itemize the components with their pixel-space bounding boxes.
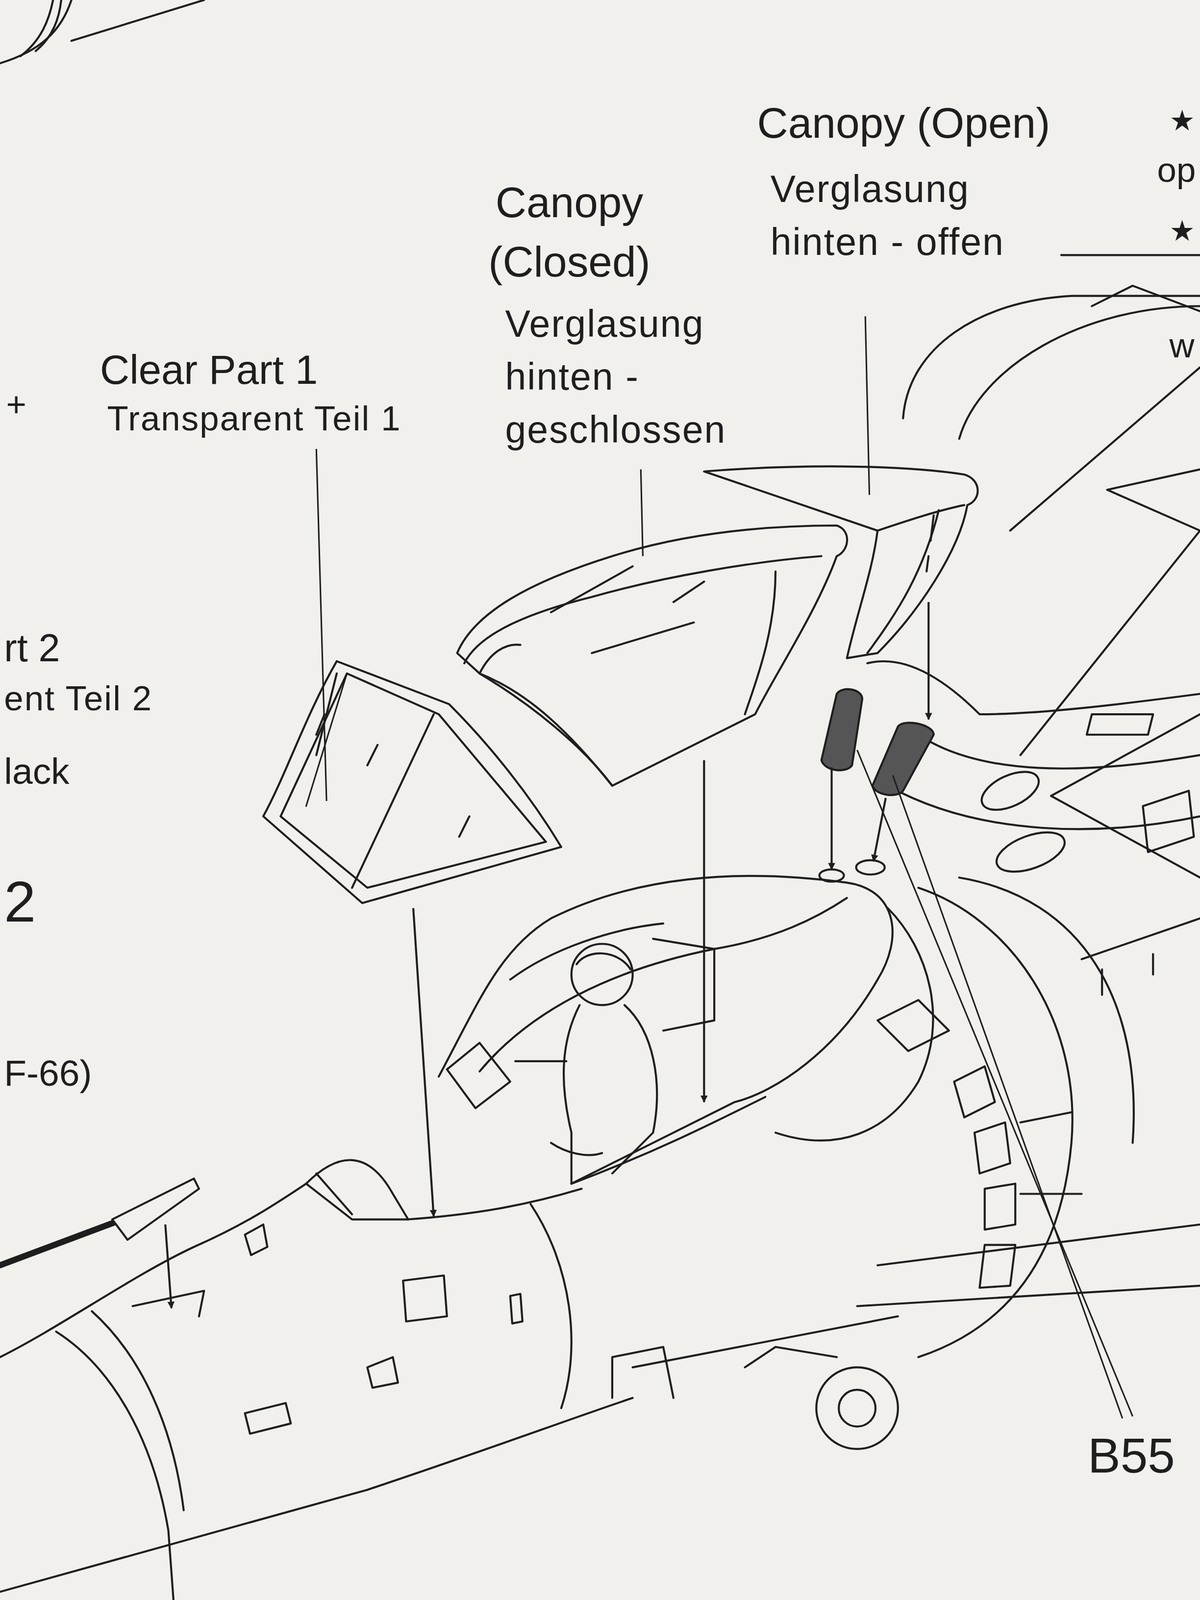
label-holder: op — [1157, 149, 1197, 191]
part-label: w — [1169, 325, 1195, 365]
label-holder: Canopy (Closed) — [467, 173, 672, 292]
label-holder: Canopy (Open) — [757, 98, 1051, 150]
label-holder: ★ — [1169, 103, 1196, 139]
label-holder: Verglasung hinten - geschlossen — [504, 298, 773, 458]
label-holder: w — [1169, 324, 1195, 367]
label-holder: Clear Part 1 — [100, 345, 318, 395]
part-label: Verglasung hinten - geschlossen — [504, 302, 726, 451]
label-holder: ★ — [1169, 214, 1196, 250]
part-label: ent Teil 2 — [3, 678, 153, 718]
part-label: ★ — [1169, 215, 1196, 248]
label-holder: 2 — [3, 867, 36, 936]
part-label: Transparent Teil 1 — [107, 399, 402, 438]
part-label: Verglasung hinten - offen — [770, 168, 1005, 264]
label-holder: ent Teil 2 — [3, 677, 153, 720]
part-label: rt 2 — [3, 626, 60, 670]
part-label: + — [5, 384, 26, 424]
part-label: F-66) — [3, 1051, 92, 1094]
part-label: Clear Part 1 — [100, 347, 318, 393]
part-label: B55 — [1087, 1428, 1175, 1483]
part-label: lack — [3, 750, 70, 792]
label-holder: lack — [3, 749, 70, 794]
label-holder: F-66) — [3, 1050, 92, 1096]
part-label: Canopy (Closed) — [488, 178, 650, 286]
label-holder: Transparent Teil 1 — [107, 398, 402, 440]
part-label: Canopy (Open) — [757, 99, 1051, 148]
part-label: ★ — [1169, 104, 1196, 137]
part-label: op — [1157, 150, 1197, 189]
label-holder: + — [5, 383, 26, 426]
part-label: 2 — [3, 869, 36, 934]
label-holder: Verglasung hinten - offen — [770, 163, 1087, 270]
label-holder: B55 — [1087, 1426, 1175, 1486]
label-holder: rt 2 — [3, 624, 60, 672]
